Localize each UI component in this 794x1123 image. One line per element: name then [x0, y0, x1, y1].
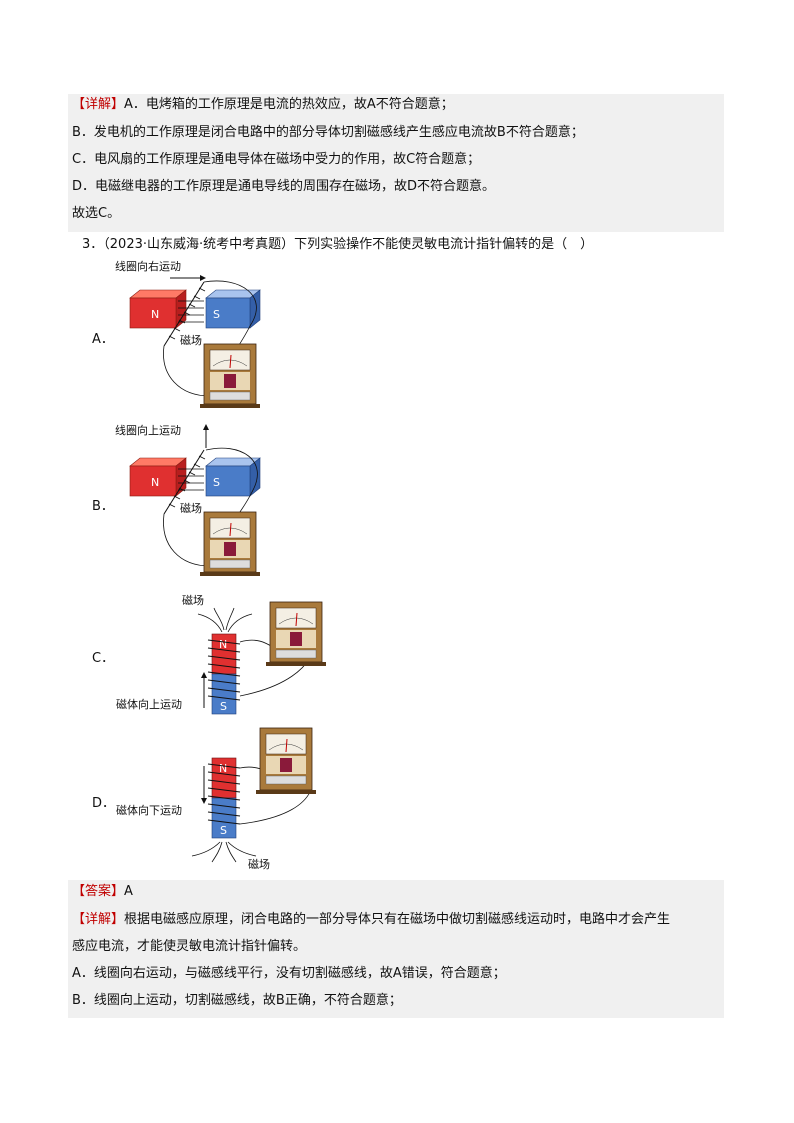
- motion-label: 磁体向下运动: [116, 803, 182, 817]
- s-pole-label: S: [220, 700, 227, 713]
- s-pole-label: S: [220, 824, 227, 837]
- motion-label: 线圈向右运动: [115, 259, 181, 273]
- option-b-figure: 线圈向上运动 N S 磁场: [115, 423, 261, 576]
- field-label: 磁场: [248, 857, 270, 871]
- option-c-letter: C．: [92, 651, 115, 666]
- option-a-letter: A．: [92, 332, 114, 347]
- detail-line-1: 【详解】根据电磁感应原理，闭合电路的一部分导体只有在磁场中做切割磁感线运动时，电…: [72, 912, 671, 927]
- prev-detail-line-1: 【详解】A．电烤箱的工作原理是电流的热效应，故A不符合题意；: [72, 97, 454, 112]
- field-label: 磁场: [182, 593, 204, 607]
- detail-line-a: A．线圈向右运动，与磁感线平行，没有切割磁感线，故A错误，符合题意；: [72, 966, 506, 981]
- detail-line-b: B．线圈向上运动，切割磁感线，故B正确，不符合题意；: [72, 993, 402, 1008]
- s-pole-label: S: [213, 308, 220, 321]
- n-pole-label: N: [219, 762, 227, 775]
- motion-label: 磁体向上运动: [116, 697, 182, 711]
- answer-value: A: [124, 884, 133, 899]
- answer-tag: 【答案】: [72, 884, 125, 899]
- option-d-letter: D．: [92, 796, 116, 811]
- prev-detail-line-5: 故选C。: [72, 206, 121, 221]
- prev-detail-line-2: B．发电机的工作原理是闭合电路中的部分导体切割磁感线产生感应电流故B不符合题意；: [72, 125, 584, 140]
- prev-detail-shade: [68, 94, 724, 232]
- prev-detail-line-4: D．电磁继电器的工作原理是通电导线的周围存在磁场，故D不符合题意。: [72, 179, 496, 194]
- detail-tag: 【详解】: [72, 912, 125, 927]
- detail-tag: 【详解】: [72, 97, 125, 112]
- option-c-figure: 磁场 N S 磁体向上运动: [116, 593, 326, 715]
- question-text: 3．（2023·山东威海·统考中考真题）下列实验操作不能使灵敏电流计指针偏转的是…: [82, 237, 594, 252]
- option-b-letter: B．: [92, 499, 114, 514]
- motion-label: 线圈向上运动: [115, 423, 181, 437]
- field-label: 磁场: [180, 333, 202, 347]
- option-a-figure: 线圈向右运动 N S 磁场: [115, 259, 261, 408]
- n-pole-label: N: [151, 476, 159, 489]
- answer-line: 【答案】A: [72, 883, 133, 901]
- s-pole-label: S: [213, 476, 220, 489]
- n-pole-label: N: [219, 638, 227, 651]
- prev-detail-line-3: C．电风扇的工作原理是通电导体在磁场中受力的作用，故C符合题意；: [72, 152, 481, 167]
- n-pole-label: N: [151, 308, 159, 321]
- answer-shade: [68, 880, 724, 1018]
- detail-line-2: 感应电流，才能使灵敏电流计指针偏转。: [72, 939, 307, 954]
- field-label: 磁场: [180, 501, 202, 515]
- option-d-figure: N S 磁体向下运动 磁场: [116, 727, 316, 871]
